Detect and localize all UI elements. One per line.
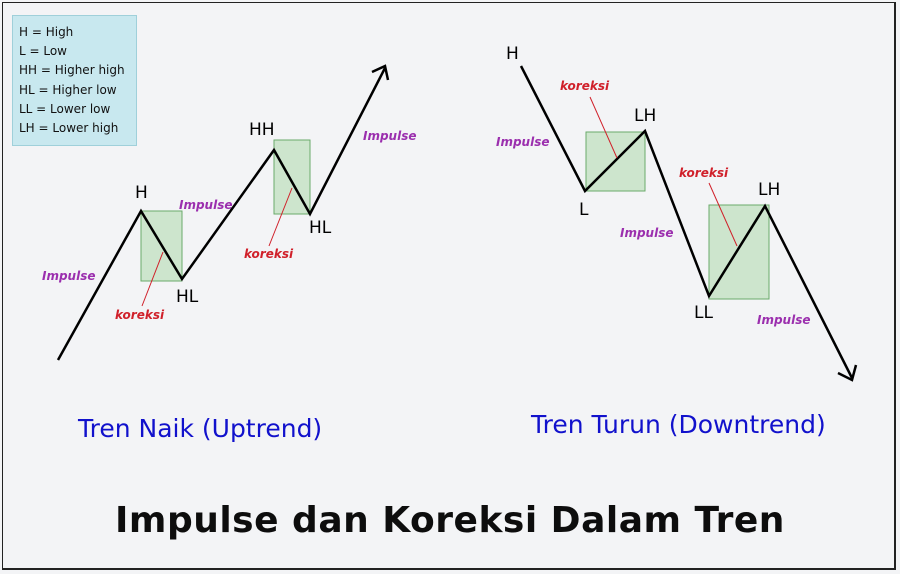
- impulse-label: Impulse: [42, 269, 96, 283]
- legend-item: LH = Lower high: [19, 121, 119, 136]
- impulse-label: Impulse: [179, 198, 233, 212]
- impulse-label: Impulse: [363, 129, 417, 143]
- point-label: HL: [176, 287, 199, 307]
- downtrend-price-line: [519, 65, 854, 379]
- legend-item: H = High: [19, 25, 74, 39]
- point-label: L: [579, 200, 589, 220]
- page-title: Impulse dan Koreksi Dalam Tren: [115, 500, 785, 541]
- arrow-head-icon: [837, 364, 858, 382]
- correction-label: koreksi: [115, 308, 165, 322]
- legend-item: HH = Higher high: [19, 63, 125, 78]
- legend-item: L = Low: [19, 44, 67, 59]
- arrow-head-icon: [371, 64, 390, 81]
- downtrend-caption: Tren Turun (Downtrend): [531, 410, 826, 439]
- point-label: HH: [249, 120, 275, 140]
- correction-pointer: [589, 96, 618, 159]
- point-label: H: [135, 183, 148, 203]
- legend-item: HL = Higher low: [19, 82, 117, 97]
- correction-box: [708, 204, 770, 300]
- uptrend-price-line: [56, 67, 387, 361]
- correction-pointer: [268, 187, 293, 247]
- uptrend-caption: Tren Naik (Uptrend): [78, 414, 323, 443]
- impulse-label: Impulse: [757, 313, 811, 327]
- legend-box: H = High L = Low HH = Higher high HL = H…: [12, 15, 137, 146]
- correction-pointer: [141, 251, 164, 307]
- legend-item: LL = Lower low: [19, 101, 111, 116]
- impulse-label: Impulse: [496, 135, 550, 149]
- correction-label: koreksi: [679, 166, 729, 180]
- correction-label: koreksi: [560, 79, 610, 93]
- correction-label: koreksi: [244, 247, 294, 261]
- point-label: LH: [758, 180, 780, 200]
- point-label: LL: [694, 303, 713, 323]
- point-label: HL: [309, 218, 332, 238]
- impulse-label: Impulse: [620, 226, 674, 240]
- correction-pointer: [708, 182, 738, 247]
- point-label: LH: [634, 106, 656, 126]
- point-label: H: [506, 44, 519, 64]
